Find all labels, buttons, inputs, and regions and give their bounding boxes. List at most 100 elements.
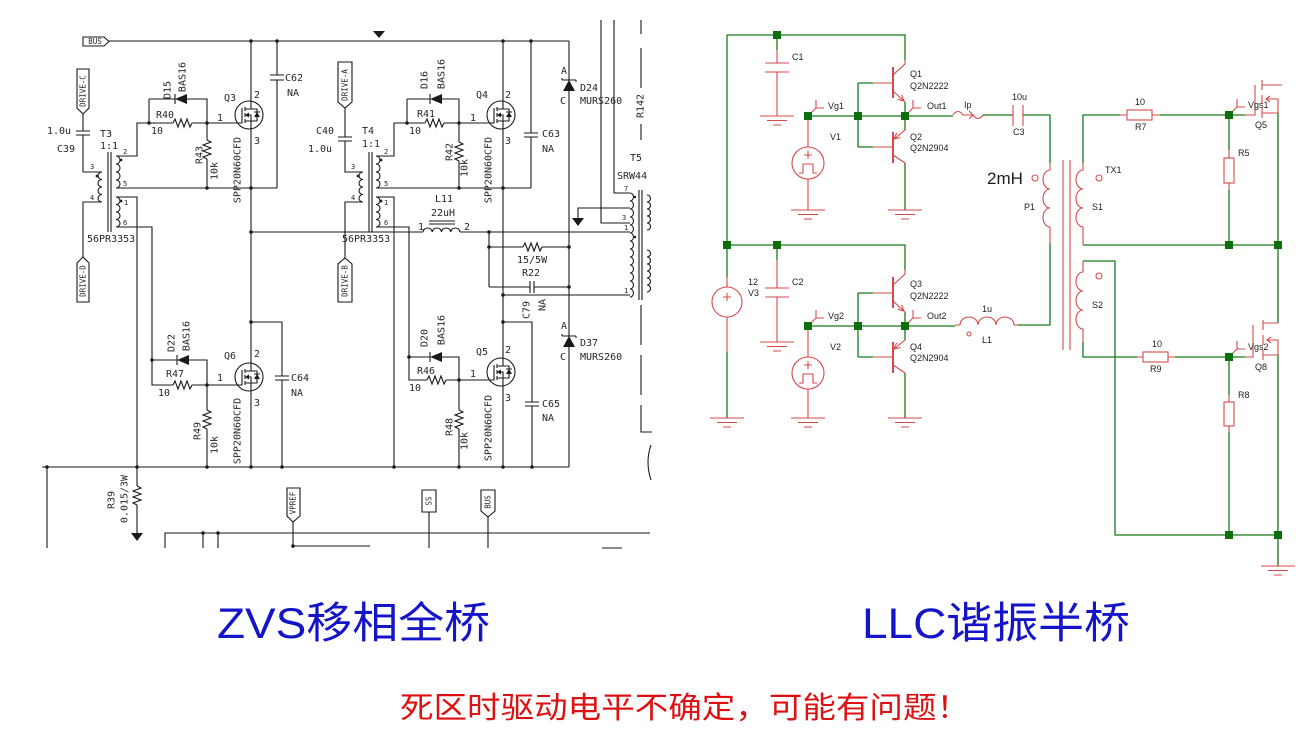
resistor-r46: [426, 375, 447, 385]
junction-dot: [249, 320, 253, 324]
zvs-wire-drive-right: [344, 41, 533, 467]
junction-dot: [216, 531, 220, 535]
junction-dot: [501, 39, 505, 43]
d37-part: MURS260: [580, 352, 622, 363]
tx1-secondary-1-label: S1: [1092, 202, 1103, 212]
c62-value: NA: [287, 88, 299, 99]
q2-part: Q2N2904: [910, 143, 949, 153]
q1-ref: Q1: [910, 69, 922, 79]
zvs-caption: ZVS移相全桥: [217, 600, 490, 648]
zvs-wire-output-network: [251, 20, 630, 296]
junction-dot: [405, 121, 409, 125]
tx1-secondary-2-label: S2: [1092, 300, 1103, 310]
transistor-q4-pnp: [872, 339, 906, 374]
d20-ref: D20: [420, 329, 431, 347]
resistor-r48: [454, 409, 464, 430]
r40-ref: R40: [156, 110, 174, 121]
capacitor-c39: [76, 130, 90, 136]
junction-node: [1225, 353, 1233, 361]
d16-part: BAS16: [437, 59, 448, 89]
transformer-t4-core: [368, 152, 373, 232]
v3-value: 12: [748, 277, 758, 287]
t4-pin-2: 2: [384, 148, 388, 156]
tx1-ref: TX1: [1105, 165, 1122, 175]
junction-node: [804, 112, 812, 120]
d22-ref: D22: [167, 334, 178, 352]
d20-part: BAS16: [437, 315, 448, 345]
junction-dot: [280, 465, 284, 469]
q3-gate-pin: 1: [217, 113, 223, 124]
resistor-r9: [1137, 351, 1175, 363]
q6-gate-pin: 1: [217, 373, 223, 384]
r43-value: 10k: [210, 162, 221, 180]
junction-dot: [501, 465, 505, 469]
capacitor-c62: [270, 74, 284, 81]
zvs-wire-bottom-rail: [42, 466, 569, 548]
ground-icon: [790, 417, 826, 428]
v2-ref: V2: [830, 342, 841, 352]
junction-node: [1225, 531, 1233, 539]
c39-ref: C39: [57, 144, 75, 155]
t4-pin-3: 3: [351, 163, 355, 171]
q8-ref: Q8: [1255, 362, 1267, 372]
junction-node: [1274, 241, 1282, 249]
q5-source-pin: 3: [505, 393, 511, 404]
q5-drain-pin: 2: [505, 345, 511, 356]
r41-ref: R41: [417, 109, 435, 120]
junction-dot: [205, 383, 209, 387]
t5-ref: T5: [630, 153, 642, 164]
tx1-primary-label: P1: [1024, 202, 1035, 212]
junction-dot: [501, 320, 505, 324]
net-tag-bus-top: [82, 36, 110, 47]
q4-drain-pin: 2: [505, 90, 511, 101]
c63-value: NA: [542, 144, 554, 155]
t3-pin-4: 4: [90, 194, 94, 202]
q4-part: SPP20N60CFD: [484, 137, 495, 203]
net-label-drive-b: DRIVE-B: [341, 265, 350, 297]
mosfet-q4: [486, 100, 516, 130]
junction-dot: [487, 245, 491, 249]
dc-source-v3: [711, 277, 743, 352]
d37-ref: D37: [580, 338, 598, 349]
diode-d37: [561, 333, 577, 348]
polarity-dot: [356, 174, 360, 178]
arrow-down-icon: [373, 31, 385, 38]
q4-part: Q2N2904: [910, 353, 949, 363]
inductor-l11: [422, 220, 461, 233]
r5-body: [1223, 157, 1235, 184]
t3-pin-1: 1: [124, 199, 128, 207]
c3-value: 10u: [1012, 92, 1027, 102]
t4-part: 56PR3353: [342, 234, 390, 245]
t3-pin-3: 3: [90, 163, 94, 171]
r49-value: 10k: [210, 436, 221, 454]
junction-dot: [501, 293, 505, 297]
net-label-drive-a: DRIVE-A: [341, 69, 350, 101]
q1-part: Q2N2222: [910, 81, 949, 91]
ground-icon: [887, 209, 923, 220]
c3-ref: C3: [1013, 127, 1025, 137]
r43-ref: R43: [195, 146, 206, 164]
junction-node: [854, 112, 862, 120]
q3-part: SPP20N60CFD: [233, 137, 244, 203]
r39-ref: R39: [107, 491, 118, 509]
transistor-q2-pnp: [872, 129, 906, 164]
polarity-dot: [95, 174, 99, 178]
junction-node: [804, 322, 812, 330]
junction-node: [1225, 111, 1233, 119]
junction-dot: [249, 186, 253, 190]
net-tag-drive-c: [76, 68, 90, 115]
r142-ref: R142: [636, 94, 647, 118]
r40-value: 10: [151, 126, 163, 137]
r48-value: 10k: [460, 432, 471, 450]
capacitor-c63: [524, 132, 538, 138]
resistor-r7: [1120, 109, 1160, 121]
transformer-t4-secondary: [375, 155, 381, 228]
junction-dots: [45, 39, 571, 548]
r9-ref: R9: [1150, 364, 1162, 374]
junction-dot: [457, 378, 461, 382]
junction-node: [773, 241, 781, 249]
d24-cathode-label: C: [560, 96, 566, 107]
c79-ref: C79: [522, 301, 533, 319]
resistor-r8: [1223, 395, 1235, 432]
t4-pin-4: 4: [351, 194, 355, 202]
